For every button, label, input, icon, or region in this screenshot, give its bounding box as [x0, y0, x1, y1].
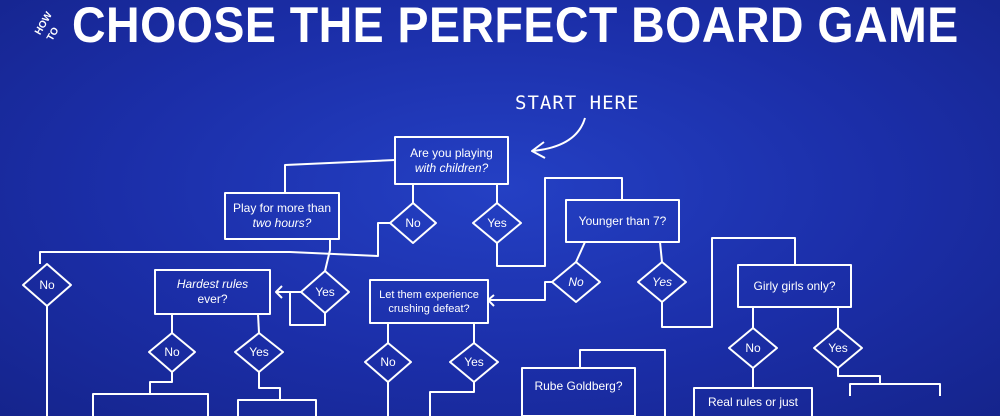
question-two-hours-line1: Play for more than — [232, 201, 332, 215]
connector-hardest-arrow — [275, 285, 301, 299]
page-title: CHOOSE THE PERFECT BOARD GAME — [72, 0, 959, 53]
answer-yes-hardest: Yes — [315, 284, 335, 299]
answer-no-hardest: No — [164, 344, 180, 359]
connector-rube-top — [579, 349, 666, 416]
question-hardest-line1: Hardest rules — [176, 277, 249, 291]
question-girly: Girly girls only? — [738, 265, 851, 307]
how-to-label: HOW TO — [30, 2, 70, 43]
question-girly-text: Girly girls only? — [753, 278, 836, 293]
answer-no-left: No — [39, 277, 55, 292]
answer-no-children: No — [405, 215, 421, 230]
connector-younger-yes-down — [661, 237, 796, 328]
question-two-hours: Play for more than two hours? — [225, 193, 339, 239]
answer-no-younger: No — [568, 274, 584, 289]
box-rube — [521, 367, 636, 416]
diamond-no-1 — [389, 202, 437, 244]
connector-girly-yes-down — [837, 368, 881, 384]
connector-children-left — [284, 159, 396, 193]
answer-yes-hardest-2: Yes — [249, 344, 269, 359]
question-real-rules: Real rules or just — [694, 392, 812, 412]
question-crushing-line1: Let them experience — [379, 288, 479, 301]
question-rube: Rube Goldberg? — [522, 368, 635, 404]
box-partial-left — [92, 393, 209, 416]
question-younger7-text: Younger than 7? — [578, 213, 667, 228]
connector-no1-loop — [39, 222, 390, 264]
box-crushing — [369, 279, 489, 324]
answer-yes-crushing: Yes — [464, 354, 484, 369]
box-hardest — [154, 269, 271, 315]
box-two-hours — [224, 192, 340, 240]
question-hardest-line2: ever? — [197, 292, 228, 306]
connector-crushing-yes-down — [429, 382, 475, 416]
connector-hardest-yes-down — [258, 372, 281, 400]
connector-twohours-yes — [324, 239, 331, 272]
answer-yes-younger: Yes — [651, 274, 672, 289]
question-children-line2: with children? — [414, 160, 489, 175]
answer-no-crushing: No — [380, 354, 396, 369]
question-hardest: Hardest rules ever? — [155, 270, 270, 314]
start-arrow — [531, 117, 586, 159]
question-two-hours-line2: two hours? — [252, 216, 312, 230]
question-younger7: Younger than 7? — [566, 200, 679, 242]
answer-no-girly: No — [745, 340, 761, 355]
connector-younger-no-left — [487, 281, 552, 307]
connector-yes1-down — [496, 177, 623, 267]
box-partial-mid — [237, 399, 317, 416]
question-crushing-line2: crushing defeat? — [388, 302, 470, 315]
question-crushing: Let them experience crushing defeat? — [370, 280, 488, 323]
connector-younger-yes — [659, 241, 663, 263]
diamond-no-younger — [551, 261, 601, 303]
to-text: TO — [45, 25, 62, 43]
answer-yes-girly: Yes — [828, 340, 848, 355]
question-real-rules-text: Real rules or just — [707, 394, 799, 409]
connector-hardest-no-down — [149, 372, 173, 394]
question-children: Are you playing with children? — [395, 137, 508, 184]
connector-hardest-yes2 — [257, 313, 260, 334]
connector-younger-no — [575, 241, 586, 263]
start-here-label: START HERE — [515, 92, 640, 114]
answer-yes-children: Yes — [487, 215, 507, 230]
box-partial-right — [849, 383, 941, 396]
question-children-line1: Are you playing — [410, 145, 493, 160]
question-rube-text: Rube Goldberg? — [534, 378, 623, 393]
